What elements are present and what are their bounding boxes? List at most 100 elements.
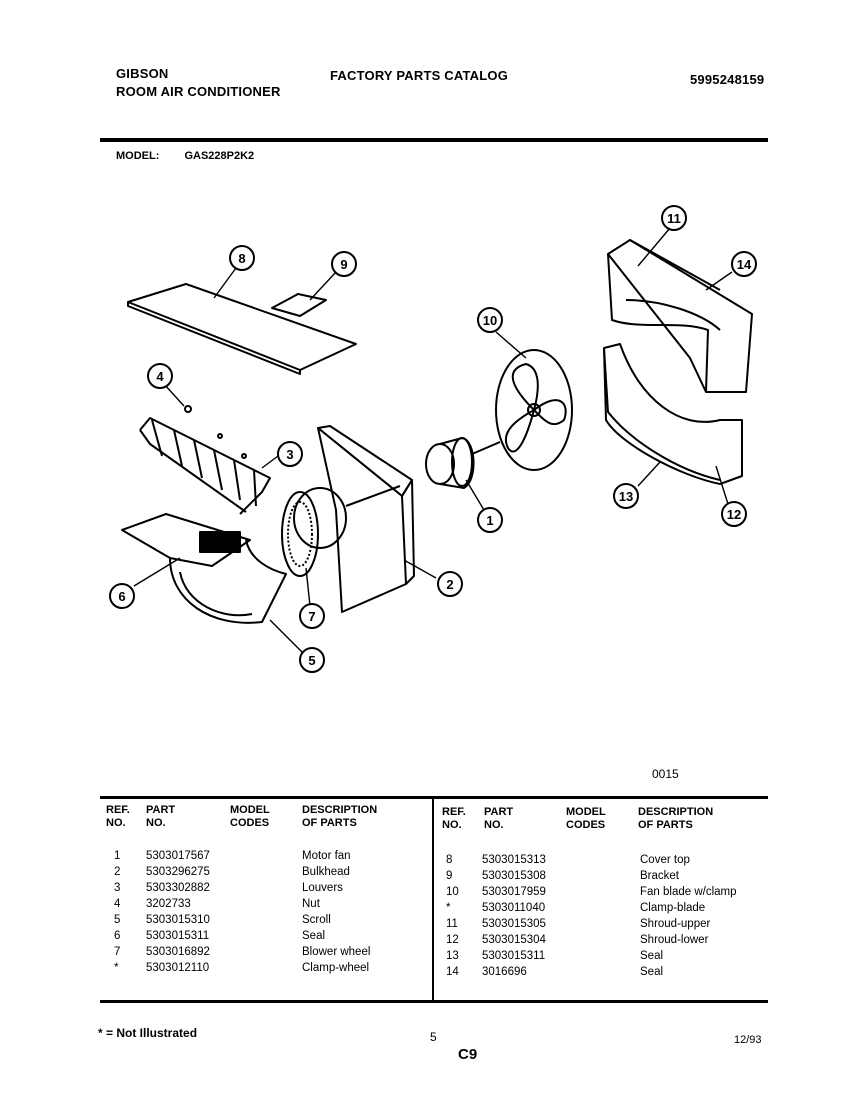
cell-desc: Scroll [302,914,331,926]
cell-ref: 13 [446,950,459,962]
callout-5: 5 [299,647,325,673]
cell-desc: Shroud-lower [640,934,709,946]
cell-ref: 1 [114,850,121,862]
revision-date: 12/93 [734,1034,762,1046]
cell-part: 5303015305 [482,918,546,930]
svg-text:11: 11 [667,211,681,226]
cell-desc: Shroud-upper [640,918,711,930]
col-header-ref: REF.NO. [106,804,130,829]
page-code: C9 [458,1046,478,1063]
callout-4: 4 [147,363,173,389]
cell-ref: 2 [114,866,121,878]
callout-13: 13 [613,483,639,509]
callout-7: 7 [299,603,325,629]
cell-ref: 3 [114,882,121,894]
publication-number: 5995248159 [690,72,765,87]
part-bracket [271,293,327,317]
header-rule [100,138,768,142]
svg-text:13: 13 [619,489,633,504]
callout-11: 11 [661,205,687,231]
callout-14: 14 [731,251,757,277]
cell-part: 5303012110 [146,962,210,974]
cell-part: 5303015311 [482,950,546,962]
callouts: 1 2 3 4 5 6 7 8 9 10 11 12 13 14 [109,205,757,673]
cell-ref: 14 [446,966,459,978]
cell-desc: Clamp-wheel [302,962,370,974]
cell-desc: Louvers [302,882,343,894]
cell-desc: Clamp-blade [640,902,706,914]
part-scroll [121,513,287,624]
svg-text:2: 2 [446,577,453,592]
cell-part: 5303015310 [146,914,210,926]
svg-text:12: 12 [727,507,741,522]
cell-part: 5303011040 [482,902,546,914]
footnote: * = Not Illustrated [98,1026,198,1040]
callout-8: 8 [229,245,255,271]
callout-6: 6 [109,583,135,609]
cell-ref: 11 [446,918,458,930]
cell-part: 3016696 [482,966,527,978]
cell-desc: Blower wheel [302,946,371,958]
part-shroud-upper [607,239,753,393]
cell-part: 5303015313 [482,854,546,866]
part-cover-top [127,283,357,375]
figure-code: 0015 [652,767,679,781]
cell-desc: Seal [640,966,664,978]
svg-text:14: 14 [737,257,752,272]
cell-part: 5303015308 [482,870,546,882]
part-motor-fan [425,437,501,489]
brand-name: GIBSON [116,66,169,81]
cell-part: 5303017959 [482,886,546,898]
cell-desc: Seal [302,930,326,942]
callout-9: 9 [331,251,357,277]
leader-lines [133,227,733,653]
callout-2: 2 [437,571,463,597]
cell-desc: Seal [640,950,664,962]
catalog-title: FACTORY PARTS CATALOG [330,68,509,83]
cell-ref: 9 [446,870,453,882]
cell-ref: 7 [114,946,121,958]
cell-part: 5303015311 [146,930,210,942]
cell-desc: Fan blade w/clamp [640,886,737,898]
cell-part: 3202733 [146,898,191,910]
cell-desc: Bracket [640,870,679,882]
cell-part: 5303015304 [482,934,546,946]
cell-part: 5303296275 [146,866,210,878]
svg-text:3: 3 [286,447,293,462]
svg-text:4: 4 [156,369,164,384]
cell-ref: 5 [114,914,121,926]
cell-ref: 6 [114,930,121,942]
cell-ref: 10 [446,886,459,898]
cell-desc: Nut [302,898,320,910]
cell-desc: Motor fan [302,850,351,862]
cell-ref: 4 [114,898,121,910]
cell-ref: 12 [446,934,459,946]
page-number: 5 [430,1030,437,1044]
svg-text:9: 9 [340,257,347,272]
callout-12: 12 [721,501,747,527]
model-number: GAS228P2K2 [184,150,255,162]
product-name: ROOM AIR CONDITIONER [116,84,281,99]
cell-part: 5303302882 [146,882,210,894]
cell-ref: * [114,962,119,974]
cell-ref: * [446,902,451,914]
cell-part: 5303016892 [146,946,210,958]
part-fan-blade [495,349,573,471]
part-nut [184,405,192,413]
svg-text:8: 8 [238,251,245,266]
cell-ref: 8 [446,854,453,866]
svg-text:10: 10 [483,313,497,328]
model-label: MODEL: [116,150,160,162]
cell-desc: Cover top [640,854,690,866]
svg-text:6: 6 [118,589,125,604]
svg-text:5: 5 [308,653,315,668]
svg-text:1: 1 [486,513,493,528]
callout-1: 1 [477,507,503,533]
svg-text:7: 7 [308,609,315,624]
cell-desc: Bulkhead [302,866,350,878]
